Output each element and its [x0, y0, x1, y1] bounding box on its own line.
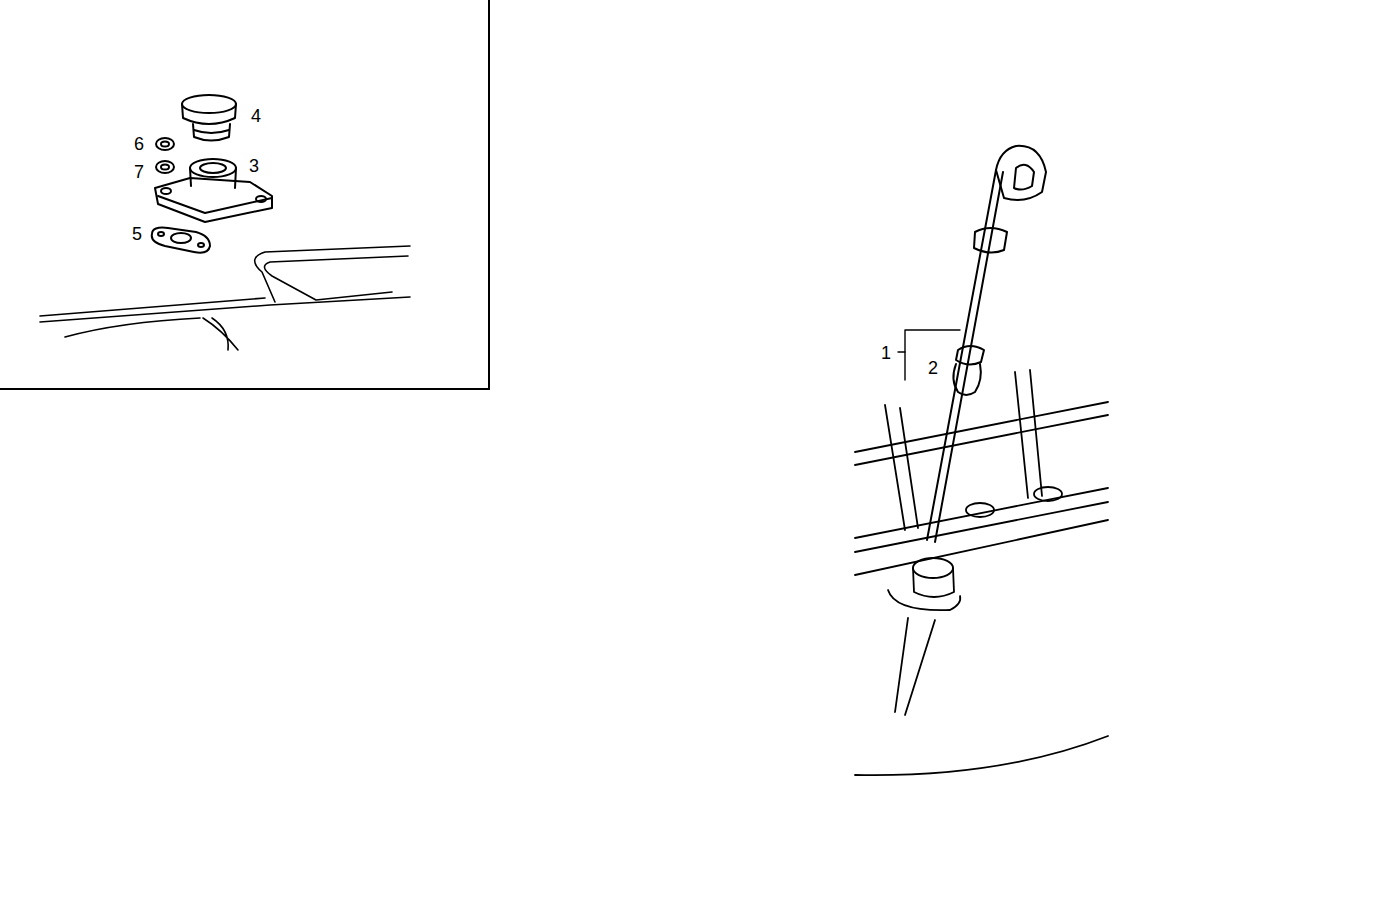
bracket — [905, 330, 960, 380]
pan-bottom — [855, 736, 1108, 775]
washer-hole — [161, 165, 169, 170]
washer-hole — [161, 142, 169, 147]
pan-rib — [1015, 370, 1042, 498]
dipstick-plug — [953, 364, 980, 395]
washer — [156, 161, 174, 173]
pan-bolt — [1034, 487, 1062, 501]
housing-line — [65, 318, 200, 337]
gasket-hole — [158, 232, 164, 236]
housing-line — [255, 246, 410, 302]
gasket-hole — [198, 243, 204, 247]
callout-number: 2 — [928, 359, 938, 377]
flange-edge — [158, 196, 272, 213]
frame-edge — [488, 0, 490, 389]
gasket — [152, 228, 210, 253]
gasket-hole — [171, 233, 191, 243]
cap-top — [182, 95, 236, 113]
inset-housing — [40, 246, 410, 350]
callout-number: 1 — [881, 344, 891, 362]
guide-boss — [913, 558, 953, 578]
guide-boss-side — [913, 568, 954, 597]
flange-boss-side — [190, 168, 236, 188]
dipstick-seal — [956, 346, 984, 365]
pan-bolt — [966, 503, 994, 517]
pan-wall — [895, 618, 935, 715]
bolt-hole — [161, 188, 171, 194]
cap-thread — [194, 130, 229, 133]
guide-flange — [888, 590, 960, 610]
pan-rib — [885, 405, 918, 530]
pan-rail — [855, 488, 1108, 575]
gasket-outline — [152, 228, 210, 253]
dipstick-rod — [927, 170, 1003, 542]
callout-number: 3 — [249, 157, 259, 175]
washer — [156, 138, 174, 150]
callout-number: 6 — [134, 135, 144, 153]
filler-cap — [182, 95, 236, 141]
dipstick-ring — [974, 228, 1007, 253]
oil-pan — [855, 370, 1108, 775]
dipstick-handle-hole — [1014, 165, 1034, 190]
housing-line — [40, 297, 410, 322]
flange-plate — [155, 178, 272, 222]
dipstick — [898, 146, 1046, 542]
housing-line — [264, 256, 408, 300]
inset-frame — [0, 0, 489, 389]
housing-line — [40, 298, 265, 316]
cap-thread — [193, 124, 230, 141]
flange-boss — [190, 159, 236, 177]
dipstick-handle — [996, 146, 1046, 200]
flange-bore — [200, 163, 226, 173]
bracket-tick — [898, 351, 905, 352]
callout-number: 7 — [134, 163, 144, 181]
callout-number: 5 — [132, 225, 142, 243]
frame-edge — [0, 388, 489, 390]
cap-side — [182, 104, 236, 124]
housing-line — [203, 318, 238, 350]
washers — [156, 138, 174, 173]
callout-number: 4 — [251, 107, 261, 125]
bolt-hole — [256, 196, 266, 202]
